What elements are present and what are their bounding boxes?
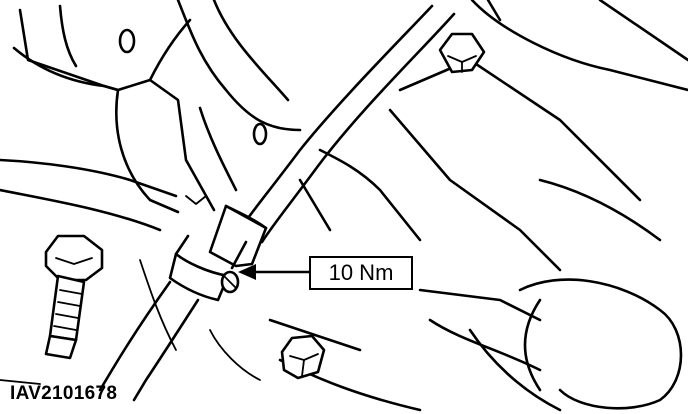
hex-bolt-bottom [280, 334, 326, 380]
engine-casting [0, 0, 302, 232]
torque-callout-box: 10 Nm [309, 256, 413, 290]
pipe [98, 4, 456, 402]
figure-id-label: IAV2101678 [10, 383, 118, 404]
torque-arrow [238, 264, 311, 280]
torque-value: 10 Nm [328, 260, 394, 285]
hex-bolt-top [438, 32, 486, 74]
long-bolt-left [44, 234, 104, 360]
background-contours [0, 259, 261, 385]
